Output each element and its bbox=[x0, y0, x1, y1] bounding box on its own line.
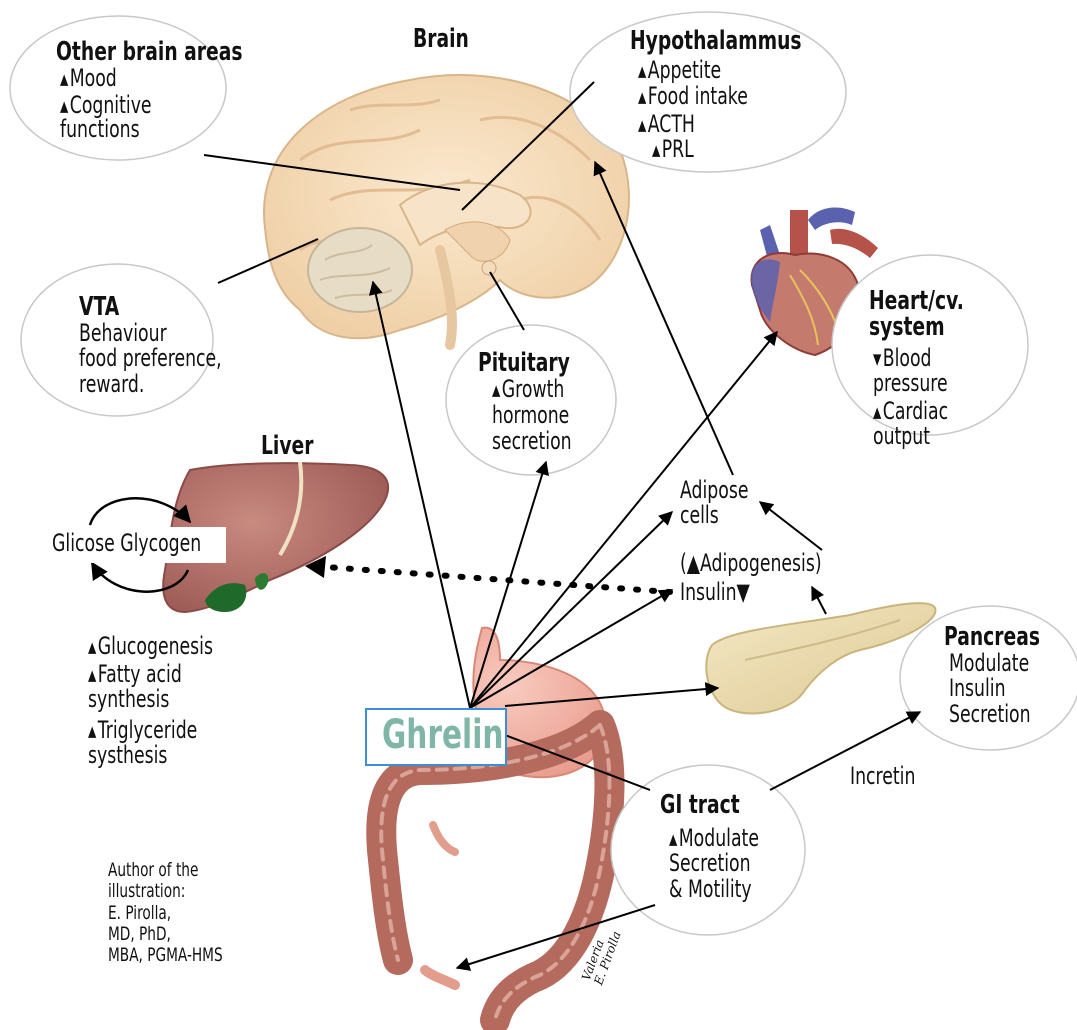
adipogenesis-to-adipose-arrow bbox=[760, 502, 822, 550]
hypothalamus-item: ▲ACTH bbox=[638, 112, 695, 136]
triangle-up-icon: ▲ bbox=[638, 88, 646, 106]
pancreas-text: Modulate Insulin Secretion bbox=[949, 651, 1031, 727]
author-credit: Author of the illustration: E. Pirolla, … bbox=[108, 860, 223, 966]
triangle-down-icon: ▼ bbox=[873, 350, 881, 368]
adipose-cells-label: Adipose cells bbox=[680, 478, 748, 529]
heart-item: ▲Cardiac output bbox=[873, 399, 948, 450]
triangle-up-icon: ▲ bbox=[60, 97, 68, 115]
adipose-to-hypothalamus-arrow bbox=[595, 162, 733, 475]
adipogenesis-label: (▲Adipogenesis) bbox=[680, 551, 822, 575]
gi-tract-title: GI tract bbox=[660, 792, 740, 818]
triangle-up-icon: ▲ bbox=[638, 62, 646, 80]
other-brain-areas-item: ▲Cognitive functions bbox=[60, 93, 152, 141]
pancreas-illustration bbox=[706, 603, 935, 713]
other-brain-areas-title: Other brain areas bbox=[56, 39, 243, 65]
triangle-up-icon: ▲ bbox=[88, 666, 96, 684]
triangle-up-icon: ▲ bbox=[492, 381, 500, 399]
liver-item: ▲Triglyceride systhesis bbox=[88, 718, 197, 769]
glicose-glycogen-label: Glicose Glycogen bbox=[52, 531, 201, 555]
hypothalamus-item: ▲PRL bbox=[652, 137, 694, 161]
pituitary-item: ▲Growth hormone secretion bbox=[492, 377, 572, 455]
hypothalamus-item: ▲Food intake bbox=[638, 84, 748, 108]
insulin-label: Insulin▼ bbox=[680, 580, 750, 604]
vta-title: VTA bbox=[79, 294, 119, 320]
triangle-up-icon: ▲ bbox=[873, 403, 881, 421]
ghrelin-label: Ghrelin bbox=[382, 715, 503, 755]
pancreas-title: Pancreas bbox=[944, 624, 1040, 650]
liver-title: Liver bbox=[261, 433, 313, 459]
insulin-to-liver-dotted-arrow bbox=[312, 566, 670, 592]
vta-text: Behaviour food preference, reward. bbox=[79, 321, 222, 397]
triangle-up-icon: ▲ bbox=[638, 116, 646, 134]
heart-title: Heart/cv. system bbox=[869, 288, 964, 340]
liver-item: ▲Fatty acid synthesis bbox=[88, 662, 182, 713]
brain-illustration bbox=[264, 75, 629, 345]
hypothalamus-item: ▲Appetite bbox=[638, 58, 721, 82]
gi-tract-item: ▲Modulate Secretion & Motility bbox=[669, 826, 759, 902]
triangle-up-icon: ▲ bbox=[60, 70, 68, 88]
pituitary-title: Pituitary bbox=[478, 350, 570, 376]
triangle-up-icon: ▲ bbox=[652, 141, 660, 159]
triangle-up-icon: ▲ bbox=[88, 722, 96, 740]
brain-title: Brain bbox=[413, 26, 469, 52]
pancreas-to-adipogenesis-arrow bbox=[812, 587, 826, 614]
triangle-up-icon: ▲ bbox=[88, 638, 96, 656]
hypothalamus-title: Hypothalammus bbox=[630, 28, 802, 54]
incretin-label: Incretin bbox=[850, 764, 915, 788]
other-brain-areas-item: ▲Mood bbox=[60, 66, 117, 90]
heart-item: ▼Blood pressure bbox=[873, 346, 948, 397]
liver-item: ▲Glucogenesis bbox=[88, 634, 213, 658]
triangle-up-icon: ▲ bbox=[669, 830, 677, 848]
